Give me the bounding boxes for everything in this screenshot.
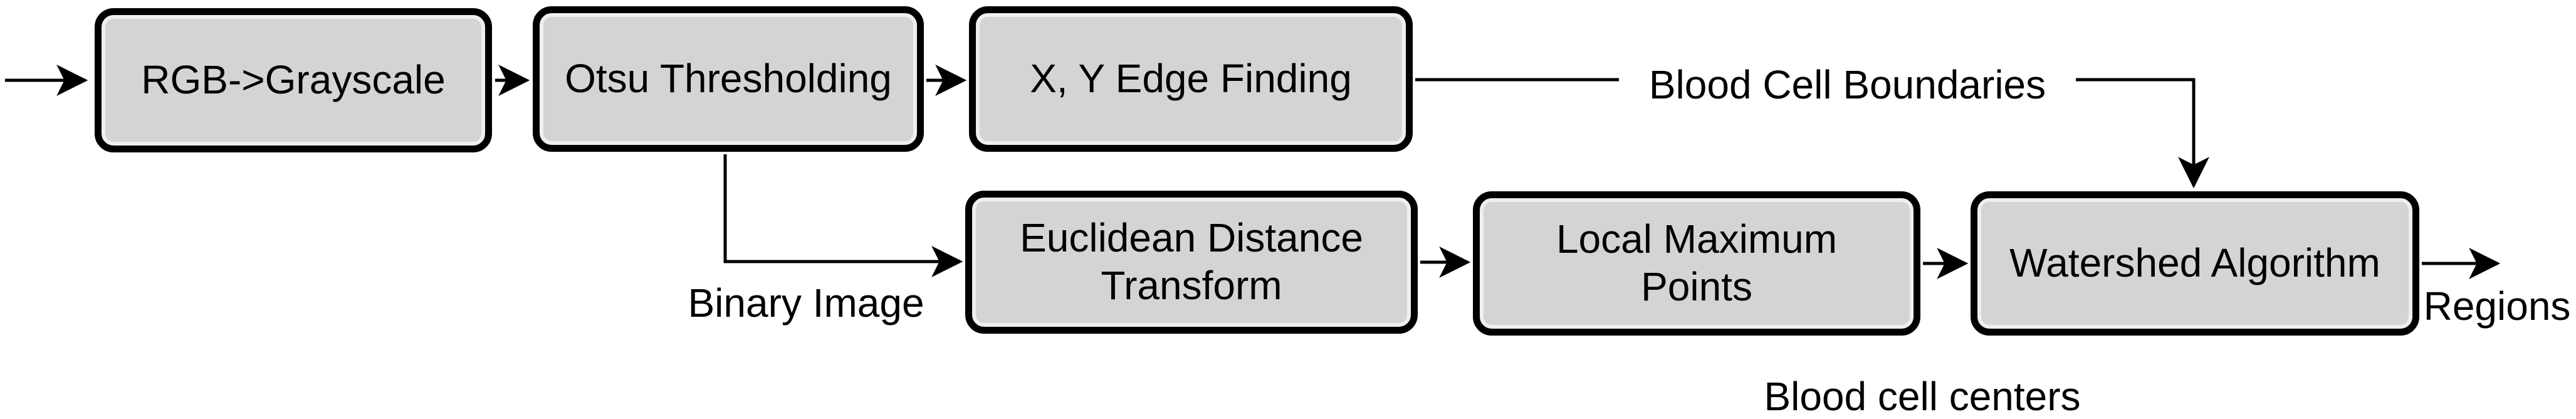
edge-label-blood-cell-boundaries: Blood Cell Boundaries bbox=[1648, 62, 2046, 107]
edge-label-blood-cell-centers: Blood cell centers bbox=[1764, 374, 2081, 419]
edge-otsu-to-edt-arrow bbox=[723, 154, 963, 277]
node-rgb-to-grayscale-label: RGB->Grayscale bbox=[141, 57, 446, 103]
node-euclidean-distance-transform: Euclidean Distance Transform bbox=[965, 191, 1418, 334]
node-otsu-thresholding-label: Otsu Thresholding bbox=[565, 56, 892, 102]
edge-label-regions: Regions bbox=[2423, 284, 2571, 329]
node-watershed-algorithm-label: Watershed Algorithm bbox=[2009, 240, 2380, 286]
node-otsu-thresholding: Otsu Thresholding bbox=[533, 6, 924, 152]
node-xy-edge-finding: X, Y Edge Finding bbox=[969, 6, 1413, 152]
node-rgb-to-grayscale: RGB->Grayscale bbox=[95, 8, 492, 152]
edge-boundaries-to-watershed-arrow bbox=[2076, 78, 2209, 189]
node-watershed-algorithm: Watershed Algorithm bbox=[1971, 191, 2419, 336]
node-local-maximum-points-label: Local Maximum Points bbox=[1556, 216, 1838, 309]
node-local-maximum-points: Local Maximum Points bbox=[1473, 191, 1920, 336]
node-xy-edge-finding-label: X, Y Edge Finding bbox=[1030, 56, 1352, 102]
edge-label-binary-image: Binary Image bbox=[688, 280, 924, 326]
node-euclidean-distance-transform-label: Euclidean Distance Transform bbox=[1020, 215, 1363, 308]
